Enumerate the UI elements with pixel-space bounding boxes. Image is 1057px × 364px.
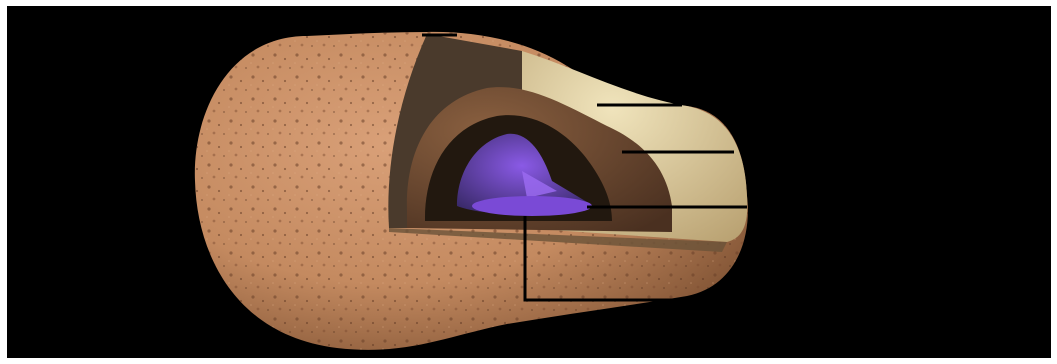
diagram-canvas	[7, 6, 1051, 358]
core-floor	[472, 196, 592, 216]
cutaway-diagram	[7, 6, 1051, 358]
